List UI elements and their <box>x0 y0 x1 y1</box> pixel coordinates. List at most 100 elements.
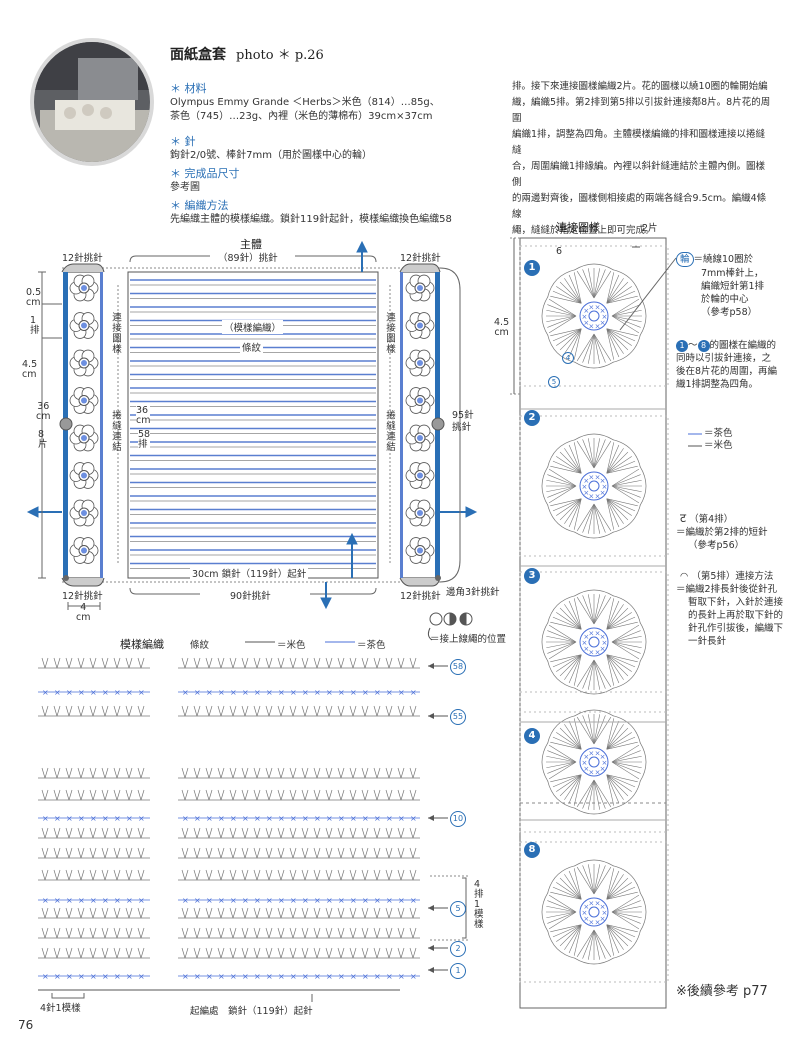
flower-motif <box>69 499 99 527</box>
ring-note-4: 於輪的中心 <box>701 294 749 305</box>
svg-text:×: × <box>182 972 189 981</box>
motif-small-5: 5 <box>548 376 560 388</box>
row-number-badge: 2 <box>450 941 466 957</box>
motif-number-badge: 2 <box>524 410 540 426</box>
svg-text:×: × <box>582 639 588 647</box>
right-top-stitch-label: 12針挑針 <box>400 253 441 264</box>
svg-text:×: × <box>326 896 333 905</box>
motif-legend-beige: ＝米色 <box>704 440 733 451</box>
svg-text:×: × <box>600 765 606 773</box>
svg-text:×: × <box>218 972 225 981</box>
row-number-badge: 1 <box>450 963 466 979</box>
svg-text:×: × <box>54 896 61 905</box>
svg-text:×: × <box>114 972 121 981</box>
ring-note: 輪＝繞線10圈於 7mm棒針上， 編織短針第1排 於輪的中心 （參考p58） <box>676 252 764 319</box>
chart-row-segment <box>38 907 150 919</box>
motif-small-4: 4 <box>562 352 574 364</box>
row5-symbol: ◠ <box>680 571 689 582</box>
svg-text:×: × <box>410 688 417 697</box>
flower-motif <box>69 424 99 452</box>
method-cont-5: 的兩邊對齊後，圖樣側相接處的兩端各縫合9.5cm。編織4條線 <box>512 193 767 220</box>
svg-text:×: × <box>602 639 608 647</box>
svg-text:×: × <box>194 688 201 697</box>
row-number-badge: 58 <box>450 659 466 675</box>
row5-note-5: 一針長針 <box>688 636 727 647</box>
svg-text:×: × <box>600 903 606 911</box>
crochet-motif: ×××××××××× <box>519 841 669 983</box>
svg-text:×: × <box>206 896 213 905</box>
size-line: 參考圖 <box>170 182 200 193</box>
cord-note: ＝接上線繩的位置 <box>430 634 507 645</box>
method-heading-text: 編織方法 <box>184 199 229 212</box>
pattern-label: （模樣編織） <box>222 320 284 334</box>
crochet-motif: ×××××××××× <box>519 571 669 713</box>
dim-45cm: 4.5 cm <box>22 359 38 380</box>
svg-text:×: × <box>218 896 225 905</box>
svg-text:×: × <box>66 688 73 697</box>
svg-text:×: × <box>278 688 285 697</box>
svg-text:×: × <box>266 972 273 981</box>
svg-text:×: × <box>588 323 594 331</box>
svg-text:×: × <box>290 972 297 981</box>
svg-text:×: × <box>583 753 589 761</box>
ring-note-2: 7mm棒針上， <box>701 268 764 279</box>
svg-text:×: × <box>582 313 588 321</box>
svg-text:×: × <box>595 649 601 657</box>
row5-note-4: 針孔作引拔後，編織下 <box>688 623 784 634</box>
left-whip-label: 捲縫連結 <box>110 410 121 452</box>
flower-motif <box>405 462 435 489</box>
svg-text:×: × <box>254 972 261 981</box>
svg-text:×: × <box>90 896 97 905</box>
svg-text:×: × <box>338 814 345 823</box>
svg-text:×: × <box>278 814 285 823</box>
svg-text:×: × <box>362 688 369 697</box>
row5-note-1: ＝編織2排長針後從針孔 <box>676 584 778 595</box>
svg-text:×: × <box>242 688 249 697</box>
svg-text:×: × <box>350 896 357 905</box>
svg-text:×: × <box>42 972 49 981</box>
center-58rows: 58 排 <box>138 429 151 450</box>
needles-line: 鉤針2/0號、棒針7mm（用於圖樣中心的輪） <box>170 150 372 161</box>
svg-text:×: × <box>602 759 608 767</box>
flower-motif <box>69 312 99 339</box>
svg-text:×: × <box>595 323 601 331</box>
size-heading-text: 完成品尺寸 <box>184 167 240 180</box>
flower-motif <box>405 499 435 527</box>
motif-number-badge: 1 <box>524 260 540 276</box>
method-cont-6: 繩，縫縫於指定位置上即可完成。 <box>512 225 655 236</box>
svg-text:×: × <box>66 814 73 823</box>
stitch-chart: ××××××××××××××××××××××××××××××××××××××××… <box>38 641 470 1002</box>
chart-row-segment <box>178 869 420 881</box>
motif-number-badge: 4 <box>524 728 540 744</box>
svg-text:×: × <box>362 814 369 823</box>
svg-text:×: × <box>42 896 49 905</box>
chart-legend-beige: ＝米色 <box>277 640 306 651</box>
svg-text:×: × <box>588 919 594 927</box>
svg-text:×: × <box>583 915 589 923</box>
chart-row-segment <box>178 767 420 779</box>
chart-row-segment <box>178 847 420 859</box>
svg-text:×: × <box>138 814 145 823</box>
materials-heading: ＊ 材料 <box>170 82 207 95</box>
chart-row-segment <box>178 907 420 919</box>
motif-strip: ××××××××××××××××××××××××××××××××××××××××… <box>510 237 702 1009</box>
svg-text:×: × <box>138 896 145 905</box>
flower-motif <box>69 349 99 377</box>
svg-text:×: × <box>326 972 333 981</box>
motif-number-badge: 8 <box>524 842 540 858</box>
chart-row-segment <box>38 789 150 801</box>
method-cont-2: 織，編織5排。第2排到第5排以引拔針連接鄰8片。8片花的周圍 <box>512 97 771 124</box>
svg-text:×: × <box>302 896 309 905</box>
materials-line-2: 茶色（745）…23g、內裡（米色的薄棉布）39cm×37cm <box>170 111 433 122</box>
svg-text:×: × <box>583 489 589 497</box>
svg-text:×: × <box>66 896 73 905</box>
method-line-1: 先編織主體的模樣編織。鎖針119針起針，模樣編織換色編織58 <box>170 214 452 225</box>
chart-row-segment <box>178 827 420 839</box>
svg-text:×: × <box>218 688 225 697</box>
chart-rows: ××××××××××××××××××××××××××××××××××××××××… <box>38 657 420 981</box>
svg-text:×: × <box>583 765 589 773</box>
svg-text:×: × <box>314 896 321 905</box>
svg-text:×: × <box>595 473 601 481</box>
flower-motif <box>69 462 99 489</box>
chart-row-segment <box>38 847 150 859</box>
